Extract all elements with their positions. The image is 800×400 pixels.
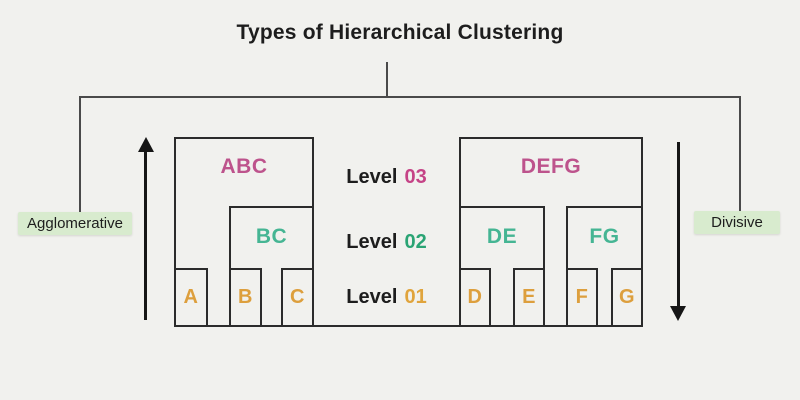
up-arrow-shaft: [144, 150, 147, 320]
level-3-number: 03: [404, 165, 427, 188]
divisive-connector-line: [739, 96, 741, 212]
cluster-label-defg: DEFG: [520, 155, 582, 178]
level-2-word: Level: [346, 230, 398, 253]
down-arrow-icon: [670, 306, 686, 321]
level-3-row: Level 03: [314, 163, 459, 191]
leaf-box-f: F: [566, 268, 598, 327]
level-2-row: Level 02: [314, 228, 459, 256]
leaf-label-a: A: [183, 286, 199, 308]
leaf-box-g: G: [611, 268, 643, 327]
title-connector-line: [386, 62, 388, 98]
page-title: Types of Hierarchical Clustering: [236, 21, 564, 44]
level-1-row: Level 01: [314, 283, 459, 311]
branch-connector-line: [79, 96, 741, 98]
down-arrow-shaft: [677, 142, 680, 308]
level-1-number: 01: [404, 285, 427, 308]
leaf-box-d: D: [459, 268, 491, 327]
leaf-label-c: C: [290, 286, 305, 308]
leaf-label-d: D: [467, 286, 483, 308]
level-1-word: Level: [346, 285, 398, 308]
agglomerative-connector-line: [79, 96, 81, 213]
baseline: [174, 325, 643, 327]
up-arrow-icon: [138, 137, 154, 152]
cluster-label-abc: ABC: [220, 155, 268, 178]
divisive-label: Divisive: [694, 211, 780, 234]
leaf-label-f: F: [575, 286, 589, 308]
leaf-label-b: B: [238, 286, 253, 308]
leaf-box-b: B: [229, 268, 262, 327]
cluster-label-fg: FG: [589, 225, 620, 248]
leaf-box-a: A: [174, 268, 208, 327]
level-2-number: 02: [404, 230, 427, 253]
leaf-box-e: E: [513, 268, 545, 327]
cluster-label-bc: BC: [255, 225, 288, 248]
agglomerative-label: Agglomerative: [18, 212, 132, 235]
cluster-label-de: DE: [486, 225, 518, 248]
leaf-label-e: E: [522, 286, 536, 308]
leaf-label-g: G: [618, 286, 636, 308]
leaf-box-c: C: [281, 268, 314, 327]
level-3-word: Level: [346, 165, 398, 188]
